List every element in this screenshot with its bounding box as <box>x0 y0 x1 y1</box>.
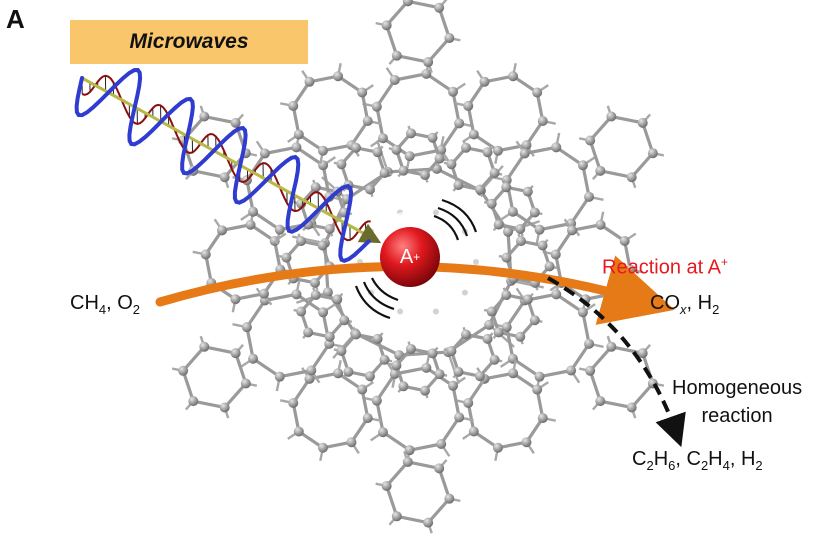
homogeneous-products-label: C2H6, C2H4, H2 <box>632 448 763 473</box>
homogeneous-reaction-label: Homogeneous reaction <box>672 374 802 430</box>
reaction-at-label: Reaction at A+ <box>602 255 728 280</box>
microwaves-label: Microwaves <box>129 30 248 54</box>
microwaves-box: Microwaves <box>70 20 308 64</box>
catalytic-products-label: COx, H2 <box>650 292 719 317</box>
panel-label: A <box>6 4 25 35</box>
cation-label: A+ <box>385 232 435 282</box>
feed-gases-label: CH4, O2 <box>70 292 140 317</box>
